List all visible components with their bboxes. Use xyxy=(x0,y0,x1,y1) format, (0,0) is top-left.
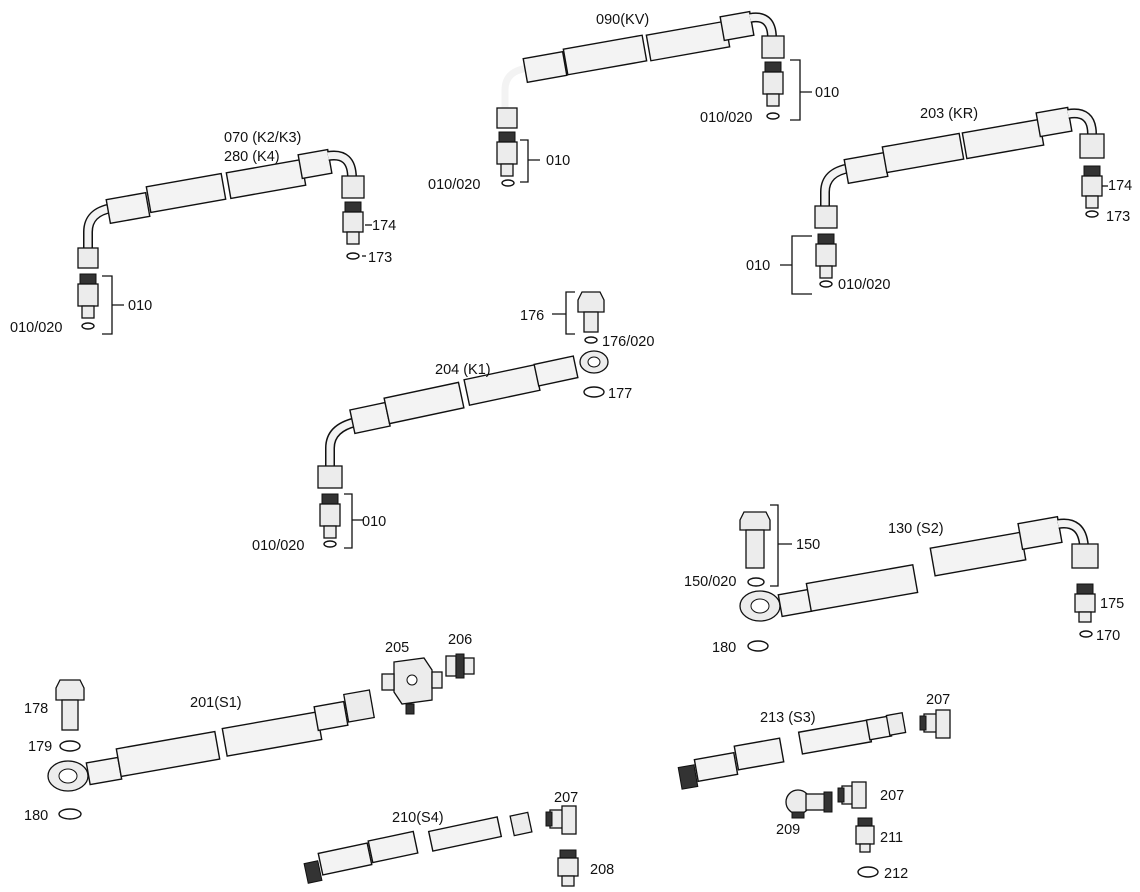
label-fitting-174: 174 xyxy=(372,218,396,234)
label-block-205: 205 xyxy=(385,640,409,656)
banjo-bolt-176 xyxy=(577,291,605,344)
label-ring-173: 173 xyxy=(368,250,392,266)
label-ring-010-020: 010/020 xyxy=(700,110,752,126)
fitting-175 xyxy=(1074,583,1096,638)
label-fitting-010: 010 xyxy=(546,153,570,169)
label-ring-212: 212 xyxy=(884,866,908,882)
label-fitting-010: 010 xyxy=(815,85,839,101)
label-fitting-208: 208 xyxy=(590,862,614,878)
assembly-s3: 207 213 (S3) 207 209 211 xyxy=(677,692,951,882)
label-ring-176-020: 176/020 xyxy=(602,334,654,350)
assembly-k1: 176 176/020 204 (K1) 177 010 010/020 xyxy=(252,291,654,554)
label-ring-180: 180 xyxy=(712,640,736,656)
label-fitting-010: 010 xyxy=(128,298,152,314)
label-ring-170: 170 xyxy=(1096,628,1120,644)
fitting-010-left xyxy=(496,131,518,187)
label-elbow-207: 207 xyxy=(926,692,950,708)
label-ring-177: 177 xyxy=(608,386,632,402)
assembly-kr: 203 (KR) 174 173 010 010/020 xyxy=(746,106,1132,295)
fitting-208 xyxy=(557,849,579,887)
fitting-010-right xyxy=(762,61,784,120)
banjo-bolt-178 xyxy=(55,679,85,731)
tee-209 xyxy=(785,789,833,819)
hose-210-s4 xyxy=(303,811,533,884)
label-fitting-174: 174 xyxy=(1108,178,1132,194)
assembly-k2k3: 070 (K2/K3) 280 (K4) 174 173 010 010/020 xyxy=(10,130,396,336)
label-ring-150-020: 150/020 xyxy=(684,574,736,590)
elbow-207-top xyxy=(919,709,951,739)
label-hose-203-kr: 203 (KR) xyxy=(920,106,978,122)
label-hose-090-kv: 090(KV) xyxy=(596,12,649,28)
label-ring-173: 173 xyxy=(1106,209,1130,225)
label-ring-179: 179 xyxy=(28,739,52,755)
label-hose-210-s4: 210(S4) xyxy=(392,810,444,826)
label-hose-201-s1: 201(S1) xyxy=(190,695,242,711)
label-ring-180: 180 xyxy=(24,808,48,824)
label-ring-010-020: 010/020 xyxy=(10,320,62,336)
fitting-174 xyxy=(1081,165,1103,218)
label-hose-213-s3: 213 (S3) xyxy=(760,710,816,726)
label-tee-209: 209 xyxy=(776,822,800,838)
label-hose-130-s2: 130 (S2) xyxy=(888,521,944,537)
label-fitting-010: 010 xyxy=(362,514,386,530)
hose-090-kv xyxy=(496,10,785,129)
hose-201-s1 xyxy=(47,689,375,792)
fitting-174 xyxy=(342,201,364,260)
hose-070-k2k3 xyxy=(77,148,365,269)
label-fitting-175: 175 xyxy=(1100,596,1124,612)
nut-206 xyxy=(445,653,475,679)
assembly-s4: 207 210(S4) 208 xyxy=(303,790,614,887)
label-elbow-207: 207 xyxy=(880,788,904,804)
assembly-kv: 090(KV) 010 010/020 010 010/020 xyxy=(428,10,839,193)
banjo-bolt-150 xyxy=(739,511,771,587)
fitting-010-left xyxy=(319,493,341,548)
assembly-s1: 205 206 178 201(S1) 179 180 xyxy=(24,632,475,824)
label-bolt-176: 176 xyxy=(520,308,544,324)
label-bolt-178: 178 xyxy=(24,701,48,717)
label-bolt-150: 150 xyxy=(796,537,820,553)
assembly-s2: 150 130 (S2) 150/020 175 180 170 xyxy=(684,504,1124,656)
distributor-block-205 xyxy=(381,657,443,715)
label-hose-070: 070 (K2/K3) xyxy=(224,130,301,146)
label-ring-010-020: 010/020 xyxy=(428,177,480,193)
label-fitting-010: 010 xyxy=(746,258,770,274)
fitting-010-left xyxy=(815,233,837,288)
label-fitting-211: 211 xyxy=(880,830,903,846)
label-hose-280: 280 (K4) xyxy=(224,149,280,165)
elbow-207-mid xyxy=(837,781,867,809)
label-ring-010-020: 010/020 xyxy=(838,277,890,293)
hose-213-s3 xyxy=(677,712,907,790)
hose-130-s2 xyxy=(739,515,1099,622)
elbow-207 xyxy=(545,805,577,835)
label-hose-204-k1: 204 (K1) xyxy=(435,362,491,378)
hose-204-k1 xyxy=(317,350,609,489)
label-nut-206: 206 xyxy=(448,632,472,648)
hose-203-kr xyxy=(814,106,1105,229)
fitting-010-left xyxy=(77,273,99,330)
label-elbow-207: 207 xyxy=(554,790,578,806)
fitting-211 xyxy=(855,817,875,853)
label-ring-010-020: 010/020 xyxy=(252,538,304,554)
